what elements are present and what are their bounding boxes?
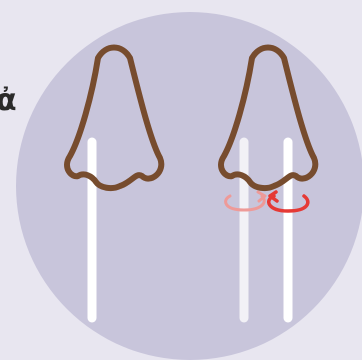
background-circle bbox=[16, 12, 362, 360]
